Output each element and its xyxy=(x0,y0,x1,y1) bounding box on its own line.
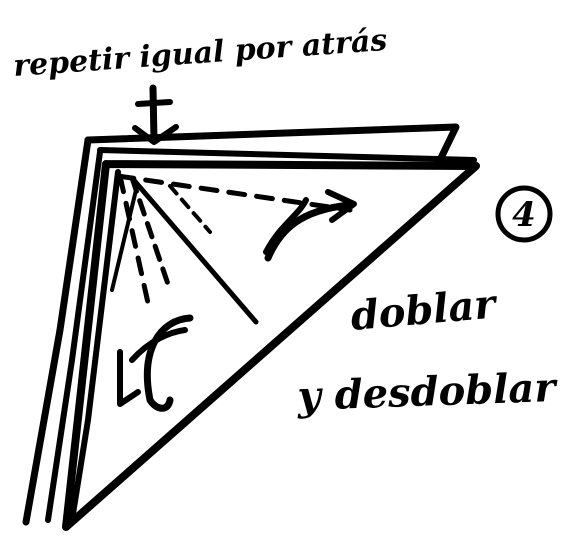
fold-unfold-instruction-line1: doblar xyxy=(349,280,500,340)
step-number: 4 xyxy=(512,195,536,235)
fold-arrow-lower xyxy=(120,318,190,408)
repeat-behind-instruction: repetir igual por atrás xyxy=(12,23,388,84)
step-number-badge: 4 xyxy=(498,188,550,240)
fold-lines xyxy=(112,176,350,322)
fold-unfold-instruction-line2: y desdoblar xyxy=(296,364,559,420)
fold-arrow-upper xyxy=(266,192,354,258)
